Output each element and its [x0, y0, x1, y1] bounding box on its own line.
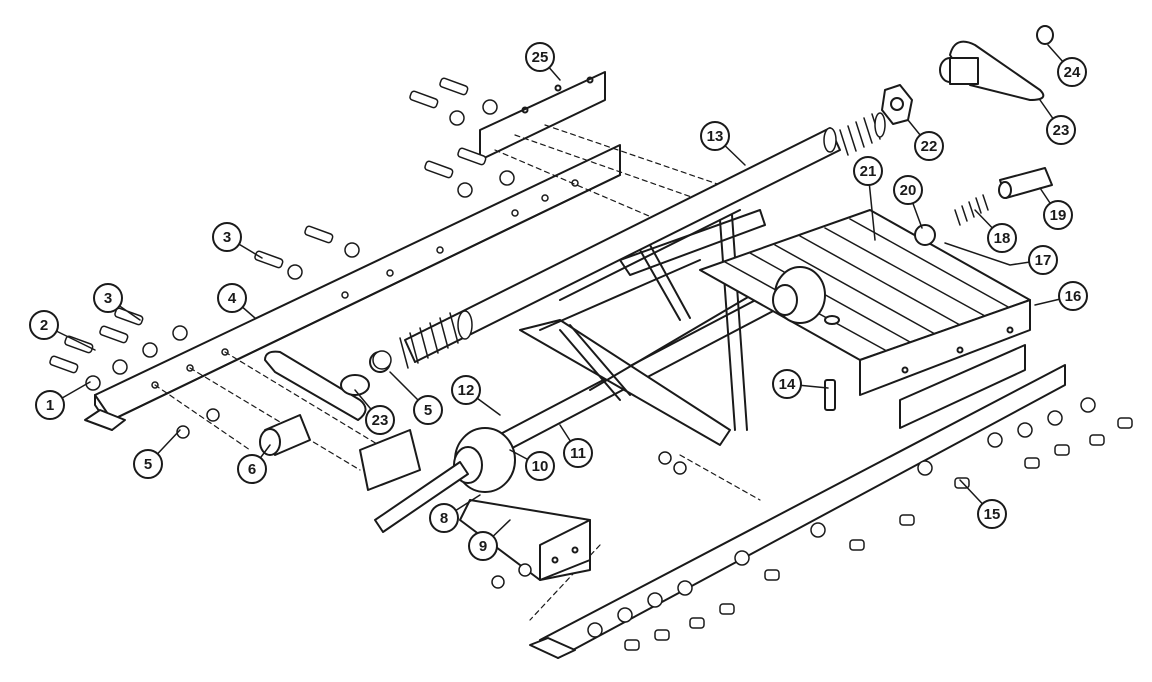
callout-part-4: 4	[217, 283, 247, 313]
left-rail-part-4	[84, 144, 621, 431]
callout-part-8: 8	[429, 503, 459, 533]
callout-part-21: 21	[853, 156, 883, 186]
callout-part-3: 3	[212, 222, 242, 252]
callout-part-23: 23	[365, 405, 395, 435]
callout-part-14: 14	[772, 369, 802, 399]
callout-part-23: 23	[1046, 115, 1076, 145]
callout-part-3: 3	[93, 283, 123, 313]
callout-part-5: 5	[133, 449, 163, 479]
callout-part-11: 11	[563, 438, 593, 468]
bearing-right	[772, 266, 840, 411]
crank-arm-left	[259, 350, 391, 456]
threaded-tube-part-13	[399, 112, 886, 369]
callout-part-24: 24	[1057, 57, 1087, 87]
left-fasteners	[49, 77, 687, 589]
callout-part-12: 12	[451, 375, 481, 405]
bottom-rail-part-15	[529, 364, 1133, 659]
callout-part-20: 20	[893, 175, 923, 205]
callout-part-22: 22	[914, 131, 944, 161]
callout-part-5: 5	[413, 395, 443, 425]
callout-part-6: 6	[237, 454, 267, 484]
callout-part-25: 25	[525, 42, 555, 72]
splice-plate-part-25	[479, 71, 606, 161]
callout-part-15: 15	[977, 499, 1007, 529]
top-right-parts	[881, 25, 1054, 246]
callout-part-2: 2	[29, 310, 59, 340]
callout-part-16: 16	[1058, 281, 1088, 311]
callout-part-9: 9	[468, 531, 498, 561]
right-frame-part-16	[699, 209, 1031, 429]
callout-part-17: 17	[1028, 245, 1058, 275]
bearing-assembly	[359, 427, 591, 581]
alignment-lines	[154, 124, 761, 621]
callout-part-10: 10	[525, 451, 555, 481]
callout-part-13: 13	[700, 121, 730, 151]
callout-part-19: 19	[1043, 200, 1073, 230]
callout-part-1: 1	[35, 390, 65, 420]
callout-part-18: 18	[987, 223, 1017, 253]
